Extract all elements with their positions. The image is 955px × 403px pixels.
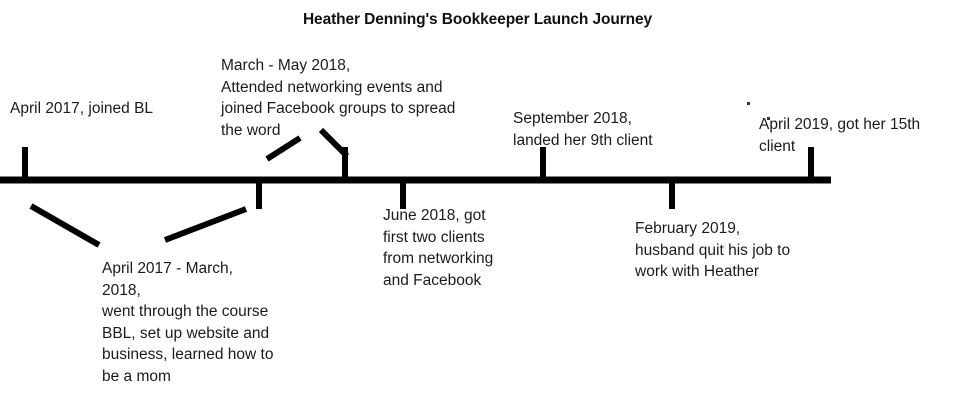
- event-label-april-2017-march-2018-course: April 2017 - March, 2018, went through t…: [102, 260, 274, 385]
- event-label-march-may-2018-networking: March - May 2018, Attended networking ev…: [221, 57, 456, 139]
- speck-2: [767, 117, 770, 120]
- event-label-september-2018-ninth-client: September 2018, landed her 9th client: [513, 110, 653, 149]
- leader-networking-left: [265, 135, 302, 162]
- page-title: Heather Denning's Bookkeeper Launch Jour…: [302, 11, 653, 28]
- event-label-april-2019-fifteenth-client: April 2019, got her 15th client: [759, 116, 921, 155]
- leader-course-left: [29, 203, 101, 248]
- timeline-leader-lines: [29, 127, 350, 248]
- timeline-ticks: [22, 147, 814, 209]
- speck-1: [747, 102, 750, 105]
- leader-networking-right: [318, 127, 350, 159]
- event-label-june-2018-first-clients: June 2018, got first two clients from ne…: [383, 207, 494, 289]
- event-label-february-2019-husband-quit: February 2019, husband quit his job to w…: [635, 220, 791, 280]
- event-label-april-2017-joined-bl: April 2017, joined BL: [10, 100, 154, 117]
- leader-course-right: [163, 206, 248, 243]
